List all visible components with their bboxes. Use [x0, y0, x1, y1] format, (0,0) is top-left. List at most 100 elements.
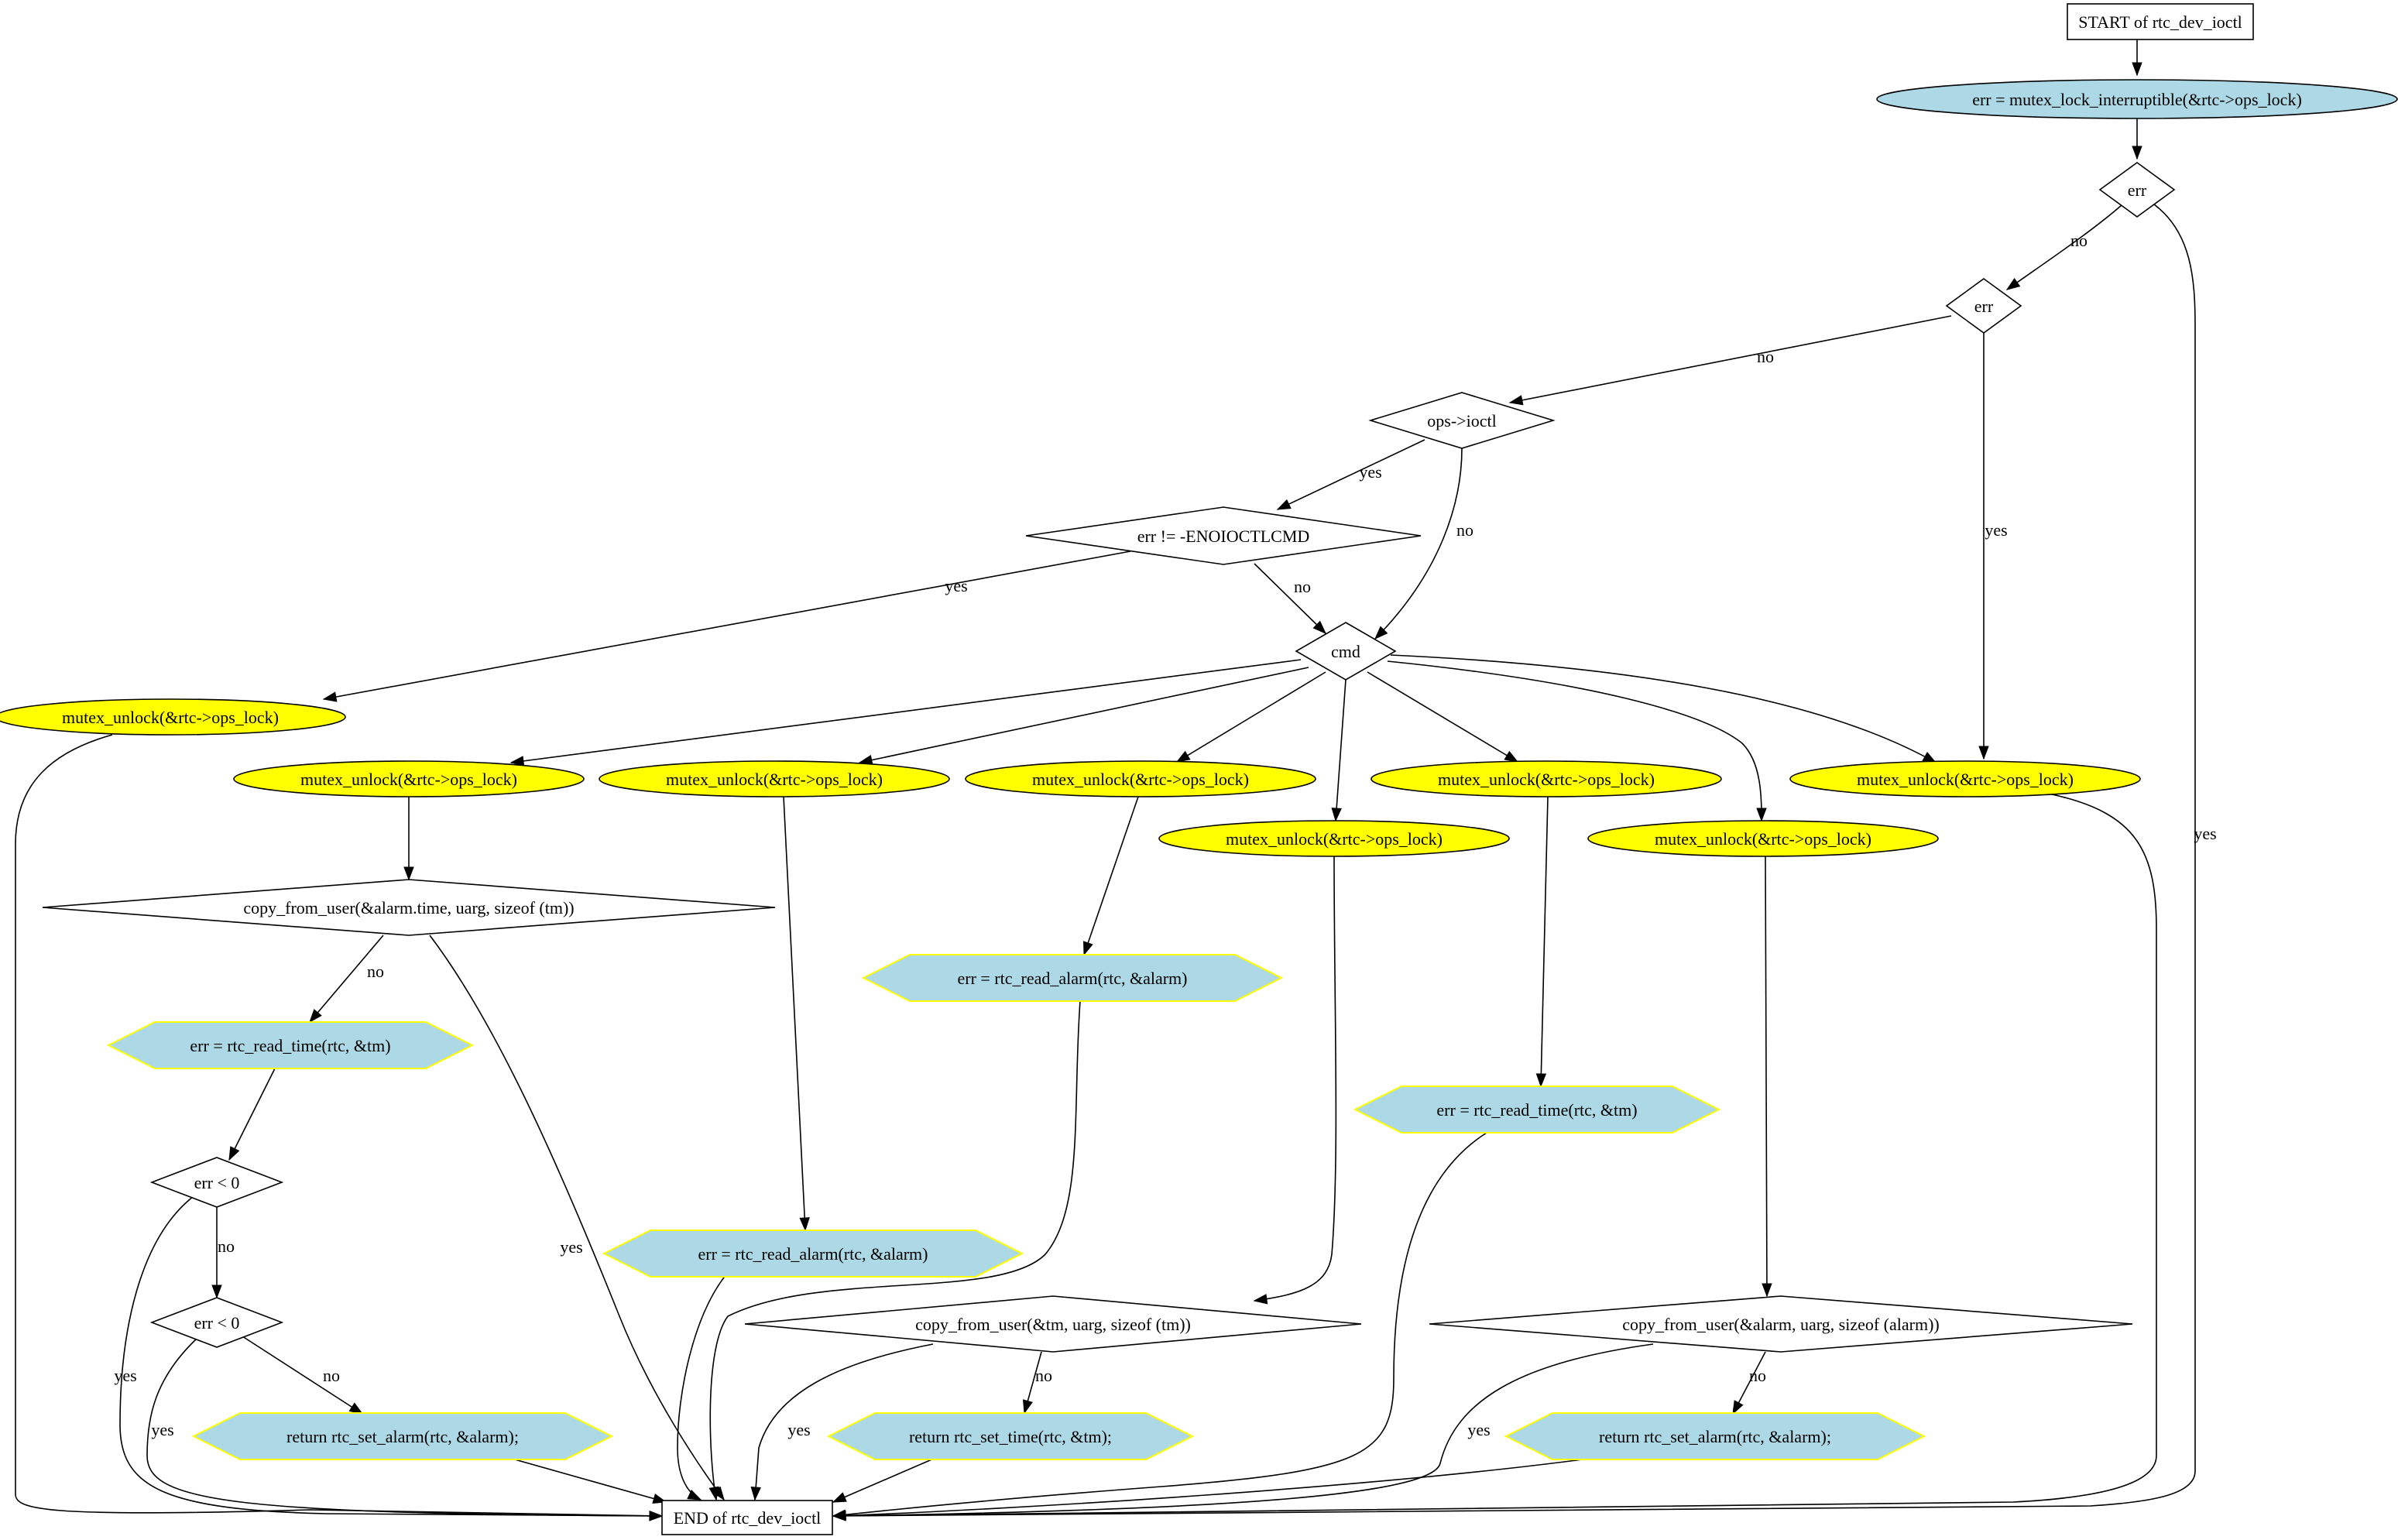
edge-arrowhead [832, 1492, 847, 1503]
node-unlock3-shape [965, 760, 1316, 797]
edge-arrowhead [1312, 620, 1327, 634]
edge-line [1509, 315, 1952, 403]
edge-line [1367, 671, 1518, 763]
edge-line [1277, 439, 1425, 510]
edge-label-no: no [1757, 347, 1774, 366]
edge-line [1083, 796, 1139, 955]
edge-arrowhead [687, 1489, 702, 1501]
node-unlock0: mutex_unlock(&rtc->ops_lock) [0, 698, 346, 736]
edge-label-yes: yes [151, 1420, 173, 1439]
node-unlock4-shape [1158, 820, 1510, 857]
node-read-time1: err = rtc_read_time(rtc, &tm) [106, 1021, 475, 1069]
node-copy-alarm-label: copy_from_user(&alarm, uarg, sizeof (ala… [1622, 1315, 1939, 1334]
node-lock-label: err = mutex_lock_interruptible(&rtc->ops… [1972, 90, 2302, 109]
edge-arrowhead [1374, 626, 1388, 640]
node-err2-label: err [1974, 297, 1994, 316]
node-copy-alarm-shape [1429, 1295, 2133, 1353]
edge-line [709, 1000, 1081, 1501]
node-copy-alarm-time-label: copy_from_user(&alarm.time, uarg, sizeof… [243, 898, 574, 917]
node-read-time1-shape [106, 1021, 475, 1069]
edge-arrowhead [1331, 808, 1342, 822]
node-cmd-shape [1295, 622, 1397, 681]
edge-cmd-to-unlock2 [858, 667, 1309, 766]
edge-arrowhead [1022, 1399, 1033, 1415]
node-unlock1: mutex_unlock(&rtc->ops_lock) [233, 760, 585, 797]
node-read-alarm1: err = rtc_read_alarm(rtc, &alarm) [602, 1230, 1024, 1278]
edge-err2-to-unlock7 [1978, 333, 1989, 760]
node-read-alarm1-label: err = rtc_read_alarm(rtc, &alarm) [698, 1244, 928, 1264]
node-unlock7: mutex_unlock(&rtc->ops_lock) [1789, 760, 2141, 797]
edge-line [1254, 856, 1337, 1302]
edge-arrowhead [799, 1217, 810, 1232]
node-end: END of rtc_dev_ioctl [661, 1500, 833, 1535]
node-unlock6-shape [1587, 820, 1939, 857]
node-err2-shape [1945, 278, 2022, 334]
node-cmd: cmd [1295, 622, 1397, 681]
node-unlock3: mutex_unlock(&rtc->ops_lock) [965, 760, 1316, 797]
edge-read-time1-to-lt1 [228, 1068, 276, 1161]
node-lt2-label: err < 0 [194, 1313, 240, 1332]
edge-arrowhead [1253, 1294, 1268, 1305]
edge-label-no: no [1035, 1366, 1052, 1385]
node-ret-set-alarm1: return rtc_set_alarm(rtc, &alarm); [191, 1412, 614, 1460]
node-read-alarm2-label: err = rtc_read_alarm(rtc, &alarm) [957, 969, 1187, 988]
edge-arrowhead [2005, 277, 2021, 290]
edge-line [1387, 660, 1762, 821]
node-read-time2-label: err = rtc_read_time(rtc, &tm) [1436, 1100, 1637, 1120]
node-copy-alarm-time: copy_from_user(&alarm.time, uarg, sizeof… [42, 879, 776, 936]
edge-lt2-to-end [146, 1337, 664, 1521]
node-ret-set-time-label: return rtc_set_time(rtc, &tm); [909, 1427, 1112, 1446]
node-opsioctl-label: ops->ioctl [1427, 411, 1496, 430]
edge-lock-to-err1 [2132, 118, 2142, 160]
edge-copy-alarm-time-to-read-time1 [309, 935, 384, 1024]
edge-copy-alarm-to-ret-set-alarm2 [1732, 1351, 1766, 1415]
edge-line [510, 659, 1302, 763]
node-copy-alarm: copy_from_user(&alarm, uarg, sizeof (ala… [1429, 1295, 2133, 1353]
edge-label-yes: yes [1985, 520, 2007, 540]
edge-cmd-to-unlock7 [1390, 654, 1937, 763]
edge-arrowhead [750, 1487, 761, 1501]
node-err1-label: err [2128, 180, 2147, 200]
edge-line [859, 667, 1309, 763]
edge-line [1335, 679, 1347, 821]
edge-err2-to-opsioctl [1508, 315, 1952, 406]
edge-arrowhead [1175, 750, 1191, 763]
edge-unlock2-to-read-alarm1 [783, 796, 810, 1232]
node-err1: err [2098, 162, 2176, 218]
node-unlock2-label: mutex_unlock(&rtc->ops_lock) [666, 770, 883, 789]
edge-arrowhead [1762, 1283, 1772, 1298]
edge-label-yes: yes [787, 1420, 810, 1439]
node-errnoioctl-shape [1025, 506, 1422, 565]
node-unlock5-shape [1371, 760, 1722, 797]
edge-label-no: no [1456, 520, 1473, 540]
edge-label-no: no [218, 1236, 235, 1256]
edge-line [239, 1334, 363, 1415]
edge-arrowhead [1535, 1073, 1547, 1088]
edge-line [146, 1337, 663, 1517]
edge-unlock1-to-copy-alarm-time [403, 797, 414, 881]
node-read-alarm2-shape [861, 954, 1284, 1002]
edge-line [1254, 563, 1326, 634]
edge-arrowhead [832, 1511, 846, 1521]
node-lt2-shape [149, 1297, 284, 1348]
edge-arrowhead [1508, 395, 1524, 406]
edge-label-yes: yes [560, 1237, 582, 1257]
edge-cmd-to-unlock6 [1387, 660, 1767, 822]
edge-arrowhead [322, 691, 338, 702]
node-errnoioctl-label: err != -ENOIOCTLCMD [1137, 526, 1310, 546]
edge-errnoioctl-to-cmd [1254, 563, 1327, 634]
node-ret-set-alarm1-label: return rtc_set_alarm(rtc, &alarm); [286, 1427, 519, 1446]
node-read-time1-label: err = rtc_read_time(rtc, &tm) [190, 1036, 390, 1055]
edge-line [1540, 796, 1549, 1087]
edge-label-no: no [1749, 1366, 1766, 1385]
edges-layer [15, 39, 2196, 1521]
edge-line [309, 935, 384, 1023]
edge-unlock7-to-end [832, 794, 2157, 1521]
edge-arrowhead [2132, 146, 2142, 160]
node-read-alarm2: err = rtc_read_alarm(rtc, &alarm) [861, 954, 1284, 1002]
edge-cmd-to-unlock4 [1331, 679, 1347, 822]
node-ret-set-time-shape [826, 1412, 1195, 1460]
edge-line [228, 1068, 276, 1161]
